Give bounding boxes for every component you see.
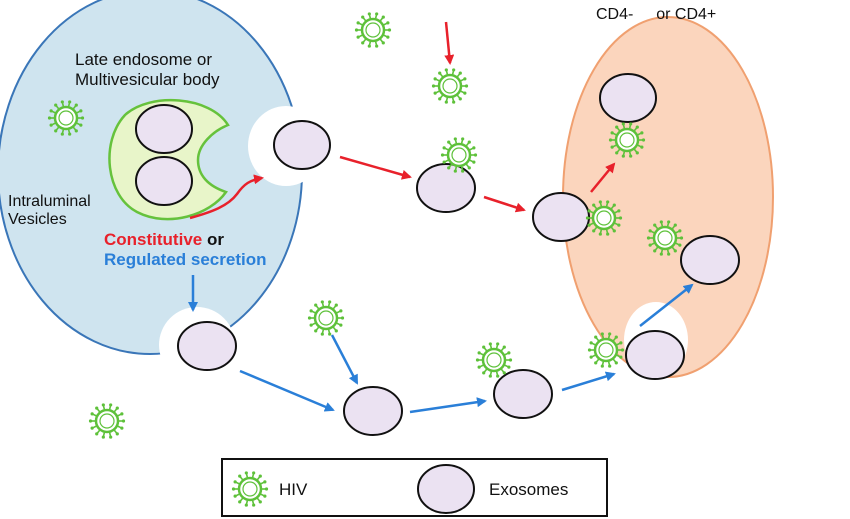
exosome bbox=[532, 192, 590, 242]
constitutive-arrow bbox=[189, 174, 264, 220]
exosome bbox=[273, 120, 331, 170]
exosome bbox=[599, 73, 657, 123]
hiv-virion-icon bbox=[307, 300, 345, 336]
label-intraluminal-line2: Vesicles bbox=[8, 211, 67, 229]
hiv-virion-icon bbox=[440, 137, 478, 173]
hiv-virion-icon bbox=[587, 332, 625, 368]
legend-hiv-label: HIV bbox=[279, 480, 308, 499]
hiv-virion-icon bbox=[475, 342, 513, 378]
hiv-virion-icon bbox=[646, 220, 684, 256]
legend-box: HIV Exosomes bbox=[221, 458, 608, 517]
constitutive-arrow bbox=[483, 195, 526, 213]
label-or: or bbox=[202, 230, 224, 249]
legend-hiv-icon bbox=[231, 471, 269, 507]
intraluminal-vesicle bbox=[135, 156, 193, 206]
exosome bbox=[343, 386, 403, 436]
hiv-virion-icon bbox=[88, 403, 126, 439]
regulated-arrow bbox=[561, 371, 616, 392]
regulated-arrow bbox=[639, 283, 694, 327]
constitutive-arrow bbox=[339, 155, 412, 180]
label-regulated-secretion: Regulated secretion bbox=[104, 249, 267, 269]
label-secretion: Constitutive or Regulated secretion bbox=[104, 230, 267, 269]
hiv-virion-icon bbox=[431, 68, 469, 104]
hiv-virion-icon bbox=[47, 100, 85, 136]
regulated-arrow bbox=[409, 397, 487, 414]
regulated-arrow bbox=[239, 369, 335, 412]
legend-exosome-icon bbox=[417, 464, 475, 514]
label-cd4: CD4- or CD4+ bbox=[596, 6, 716, 24]
hiv-virion-icon bbox=[354, 12, 392, 48]
hiv-virion-icon bbox=[585, 200, 623, 236]
label-intraluminal-vesicles: Intraluminal Vesicles bbox=[8, 193, 91, 230]
hiv-entry-arrow bbox=[444, 21, 455, 65]
hiv-virion-icon bbox=[608, 122, 646, 158]
label-secretion-line1: Constitutive or bbox=[104, 230, 267, 250]
label-intraluminal-line1: Intraluminal bbox=[8, 193, 91, 210]
regulated-arrow bbox=[330, 334, 359, 385]
label-cd4-plus: or CD4+ bbox=[656, 6, 717, 23]
label-late-endosome-line1: Late endosome or bbox=[75, 50, 213, 69]
intraluminal-vesicle bbox=[135, 104, 193, 154]
exosome bbox=[177, 321, 237, 371]
label-late-endosome: Late endosome or Multivesicular body bbox=[75, 50, 220, 89]
legend-exosomes-label: Exosomes bbox=[489, 480, 569, 499]
label-cd4-minus: CD4- bbox=[596, 6, 634, 23]
exosome bbox=[416, 163, 476, 213]
exosome bbox=[680, 235, 740, 285]
constitutive-arrow bbox=[590, 162, 616, 193]
label-late-endosome-line2: Multivesicular body bbox=[75, 69, 220, 89]
label-constitutive: Constitutive bbox=[104, 230, 203, 249]
exosome bbox=[493, 369, 553, 419]
exosome bbox=[625, 330, 685, 380]
